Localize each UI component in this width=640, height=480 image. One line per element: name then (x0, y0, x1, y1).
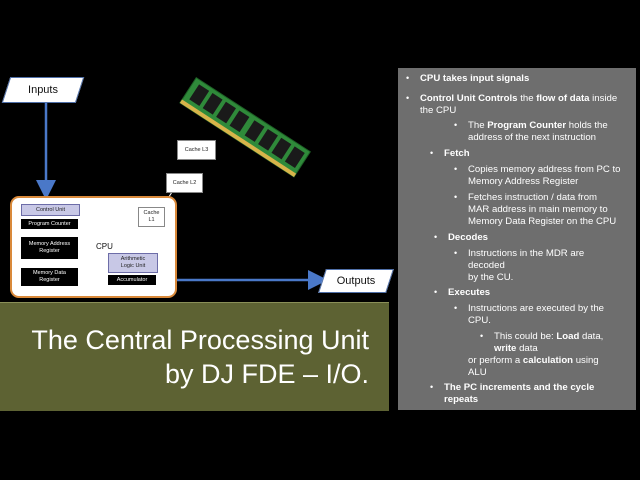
cache-l3-box: Cache L3 (177, 140, 216, 160)
note-control-unit: Control Unit Controls the flow of data i… (420, 93, 618, 116)
note-executes: Executes (448, 287, 491, 298)
bullet: • (454, 303, 458, 313)
inputs-box: Inputs (1, 77, 85, 103)
memory-data-register-box: Memory Data Register (21, 268, 78, 286)
bullet: • (480, 331, 484, 341)
accumulator-box: Accumulator (108, 275, 156, 285)
notes-panel: • CPU takes input signals • Control Unit… (398, 68, 636, 410)
bullet: • (454, 164, 458, 174)
cpu-box: Control Unit Program Counter Memory Addr… (10, 196, 177, 298)
memory-address-register-box: Memory Address Register (21, 237, 78, 259)
control-unit-box: Control Unit (21, 204, 80, 216)
bullet: • (430, 382, 434, 392)
ram-stick-image (179, 77, 311, 178)
alu-box: Arithmetic Logic Unit (108, 253, 158, 273)
bullet: • (454, 120, 458, 130)
note-input-signals: CPU takes input signals (420, 73, 530, 84)
bullet: • (406, 73, 410, 83)
cpu-label: CPU (96, 242, 113, 251)
cache-l2-box: Cache L2 (166, 173, 203, 193)
note-program-counter: The Program Counter holds the address of… (468, 120, 608, 143)
inputs-label: Inputs (28, 84, 58, 96)
bullet: • (434, 287, 438, 297)
title-line-1: The Central Processing Unit (31, 325, 369, 355)
bullet: • (434, 232, 438, 242)
bullet: • (454, 192, 458, 202)
program-counter-box: Program Counter (21, 219, 78, 229)
note-decodes: Decodes (448, 232, 488, 243)
bullet: • (406, 93, 410, 103)
bullet: • (430, 148, 434, 158)
note-fetch: Fetch (444, 148, 470, 159)
cache-l1-box: Cache L1 (138, 207, 165, 227)
outputs-label: Outputs (336, 275, 376, 287)
outputs-box: Outputs (318, 269, 394, 293)
note-executes-2: This could be: Load data, write data (494, 331, 604, 354)
bullet: • (454, 248, 458, 258)
note-executes-2-cont: or perform a calculation using ALU (468, 355, 599, 378)
title-line-2: by DJ FDE – I/O. (164, 359, 369, 389)
title-banner: The Central Processing Unit by DJ FDE – … (0, 302, 389, 411)
